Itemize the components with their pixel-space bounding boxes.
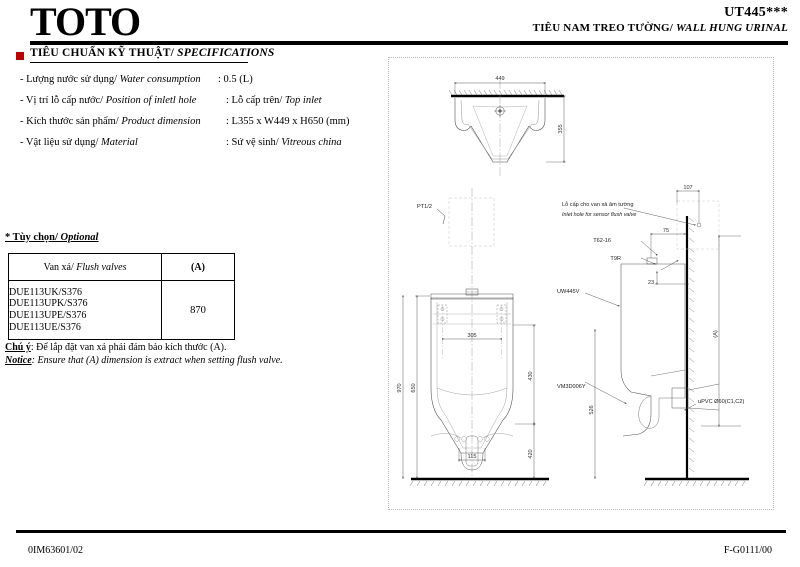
dim-a-reference: (A) [713,330,719,338]
column-header-vi: Van xả/ [43,261,77,273]
spec-value-vi: : Lỗ cấp trên/ [226,95,285,106]
spec-label-vi: - Vị trí lỗ cấp nước/ [20,95,106,106]
list-item: DUE113UK/S376 [9,286,82,298]
optional-heading-en: Optional [60,232,99,243]
section-bullet-icon [16,52,24,60]
notice-en: Notice: Ensure that (A) dimension is ext… [5,354,283,367]
spec-label-vi: - Lượng nước sử dụng/ [20,74,120,85]
column-header-en: Flush valves [76,261,127,273]
spec-value-en: Top inlet [284,95,322,106]
column-header-a: (A) [161,253,235,281]
dim-floor-to-outlet: 420 [528,449,534,458]
label-t62-16: T62-16 [593,238,611,244]
notice-block: Chú ý: Để lắp đặt van xả phải đảm bảo kí… [5,341,283,367]
dim-hole-offset: 107 [683,185,692,191]
notice-vi: Chú ý: Để lắp đặt van xả phải đảm bảo kí… [5,341,283,354]
label-pt12: PT1/2 [417,204,432,210]
subtitle-vi: TIÊU NAM TREO TƯỜNG/ [532,22,677,34]
list-item: DUE113UPK/S376 [9,298,88,310]
product-subtitle: TIÊU NAM TREO TƯỜNG/ WALL HUNG URINAL [533,22,788,34]
spec-heading-en: SPECIFICATIONS [177,47,275,59]
dim-projection: 23 [648,280,654,286]
spec-value: : L355 x W449 x H650 (mm) [226,116,350,127]
table-row: DUE113UK/S376 DUE113UPK/S376 DUE113UPE/S… [8,280,235,340]
spec-label-en: Material [101,137,138,148]
footer-divider [16,530,786,533]
label-upvc-pipe: uPVC Ø60(C1,C2) [698,399,744,405]
spec-label-en: Product dimension [121,116,201,127]
a-dimension-value: 870 [161,280,235,340]
label-uw445v: UW445V [557,289,580,295]
dim-bolt-spacing: 305 [467,333,476,339]
dim-wall-offset: 75 [663,228,669,234]
spec-label: - Vị trí lỗ cấp nước/ Position of inletl… [20,95,196,106]
brand-logo: TOTO [30,0,141,44]
notice-en-label: Notice [5,355,32,366]
spec-label-vi: - Kích thước sản phẩm/ [20,116,122,127]
dim-outlet-offset: 115 [468,454,477,460]
notice-en-text: : Ensure that (A) dimension is extract w… [31,355,283,366]
specifications-heading: TIÊU CHUẨN KỸ THUẬT/ SPECIFICATIONS [30,47,275,59]
dim-body-height: 650 [411,383,417,392]
label-vm3d006y: VM3D006Y [557,384,586,390]
technical-drawing-svg: 449 355 PT1/2 305 650 970 430 420 115 Lỗ… [397,76,749,487]
notice-vi-text: : Để lắp đặt van xả phải đảm bảo kích th… [30,342,227,353]
model-number: UT445*** [724,5,788,20]
dim-trap-height: 526 [589,405,595,414]
flush-valves-table: Van xả/ Flush valves (A) DUE113UK/S376 D… [8,253,235,340]
column-header-flush-valves: Van xả/ Flush valves [8,253,162,281]
label-t9r: T9R [610,256,621,262]
spec-label-vi: - Vật liệu sử dụng/ [20,137,102,148]
valve-model-list: DUE113UK/S376 DUE113UPK/S376 DUE113UPE/S… [8,280,162,340]
list-item: DUE113UE/S376 [9,321,81,333]
spec-row-inlet-position: - Vị trí lỗ cấp nước/ Position of inletl… [20,95,385,116]
spec-label: - Vật liệu sử dụng/ Material [20,137,138,148]
optional-heading: * Tùy chọn/ Optional [5,232,98,243]
spec-row-material: - Vật liệu sử dụng/ Material : Sứ vệ sin… [20,137,385,158]
dim-top-view-depth: 355 [558,124,564,133]
dim-mount-height: 430 [528,371,534,380]
table-header-row: Van xả/ Flush valves (A) [8,253,235,281]
spec-value: : Lỗ cấp trên/ Top inlet [226,95,322,106]
spec-heading-vi: TIÊU CHUẨN KỸ THUẬT/ [30,47,178,59]
spec-value: : 0.5 (L) [218,74,253,85]
spec-value-en: Vitreous china [281,137,342,148]
footer-form-code: F-G0111/00 [723,545,772,556]
specifications-list: - Lượng nước sử dụng/ Water consumption … [20,74,385,158]
note-inlet-hole-en: Inlet hole for sensor flush valve [562,212,636,218]
footer-document-code: 0IM63601/02 [28,545,83,556]
spec-label: - Lượng nước sử dụng/ Water consumption [20,74,201,85]
subtitle-en: WALL HUNG URINAL [676,22,788,34]
notice-vi-label: Chú ý [5,342,31,353]
optional-heading-vi: * Tùy chọn/ [5,232,61,243]
spec-value: : Sứ vệ sinh/ Vitreous china [226,137,342,148]
list-item: DUE113UPE/S376 [9,310,87,321]
spec-value-vi: : Sứ vệ sinh/ [226,137,282,148]
technical-drawing-panel: 449 355 PT1/2 305 650 970 430 420 115 Lỗ… [388,57,774,510]
spec-row-product-dimension: - Kích thước sản phẩm/ Product dimension… [20,116,385,137]
dim-total-height: 970 [397,383,403,392]
note-inlet-hole-vi: Lỗ cấp cho van xả âm tường [562,201,633,208]
spec-label-en: Position of inletl hole [105,95,197,106]
header-divider [30,41,788,45]
dim-top-view-width: 449 [495,76,504,82]
specifications-heading-underline [30,62,248,63]
spec-row-water-consumption: - Lượng nước sử dụng/ Water consumption … [20,74,385,95]
spec-label: - Kích thước sản phẩm/ Product dimension [20,116,201,127]
spec-label-en: Water consumption [119,74,201,85]
